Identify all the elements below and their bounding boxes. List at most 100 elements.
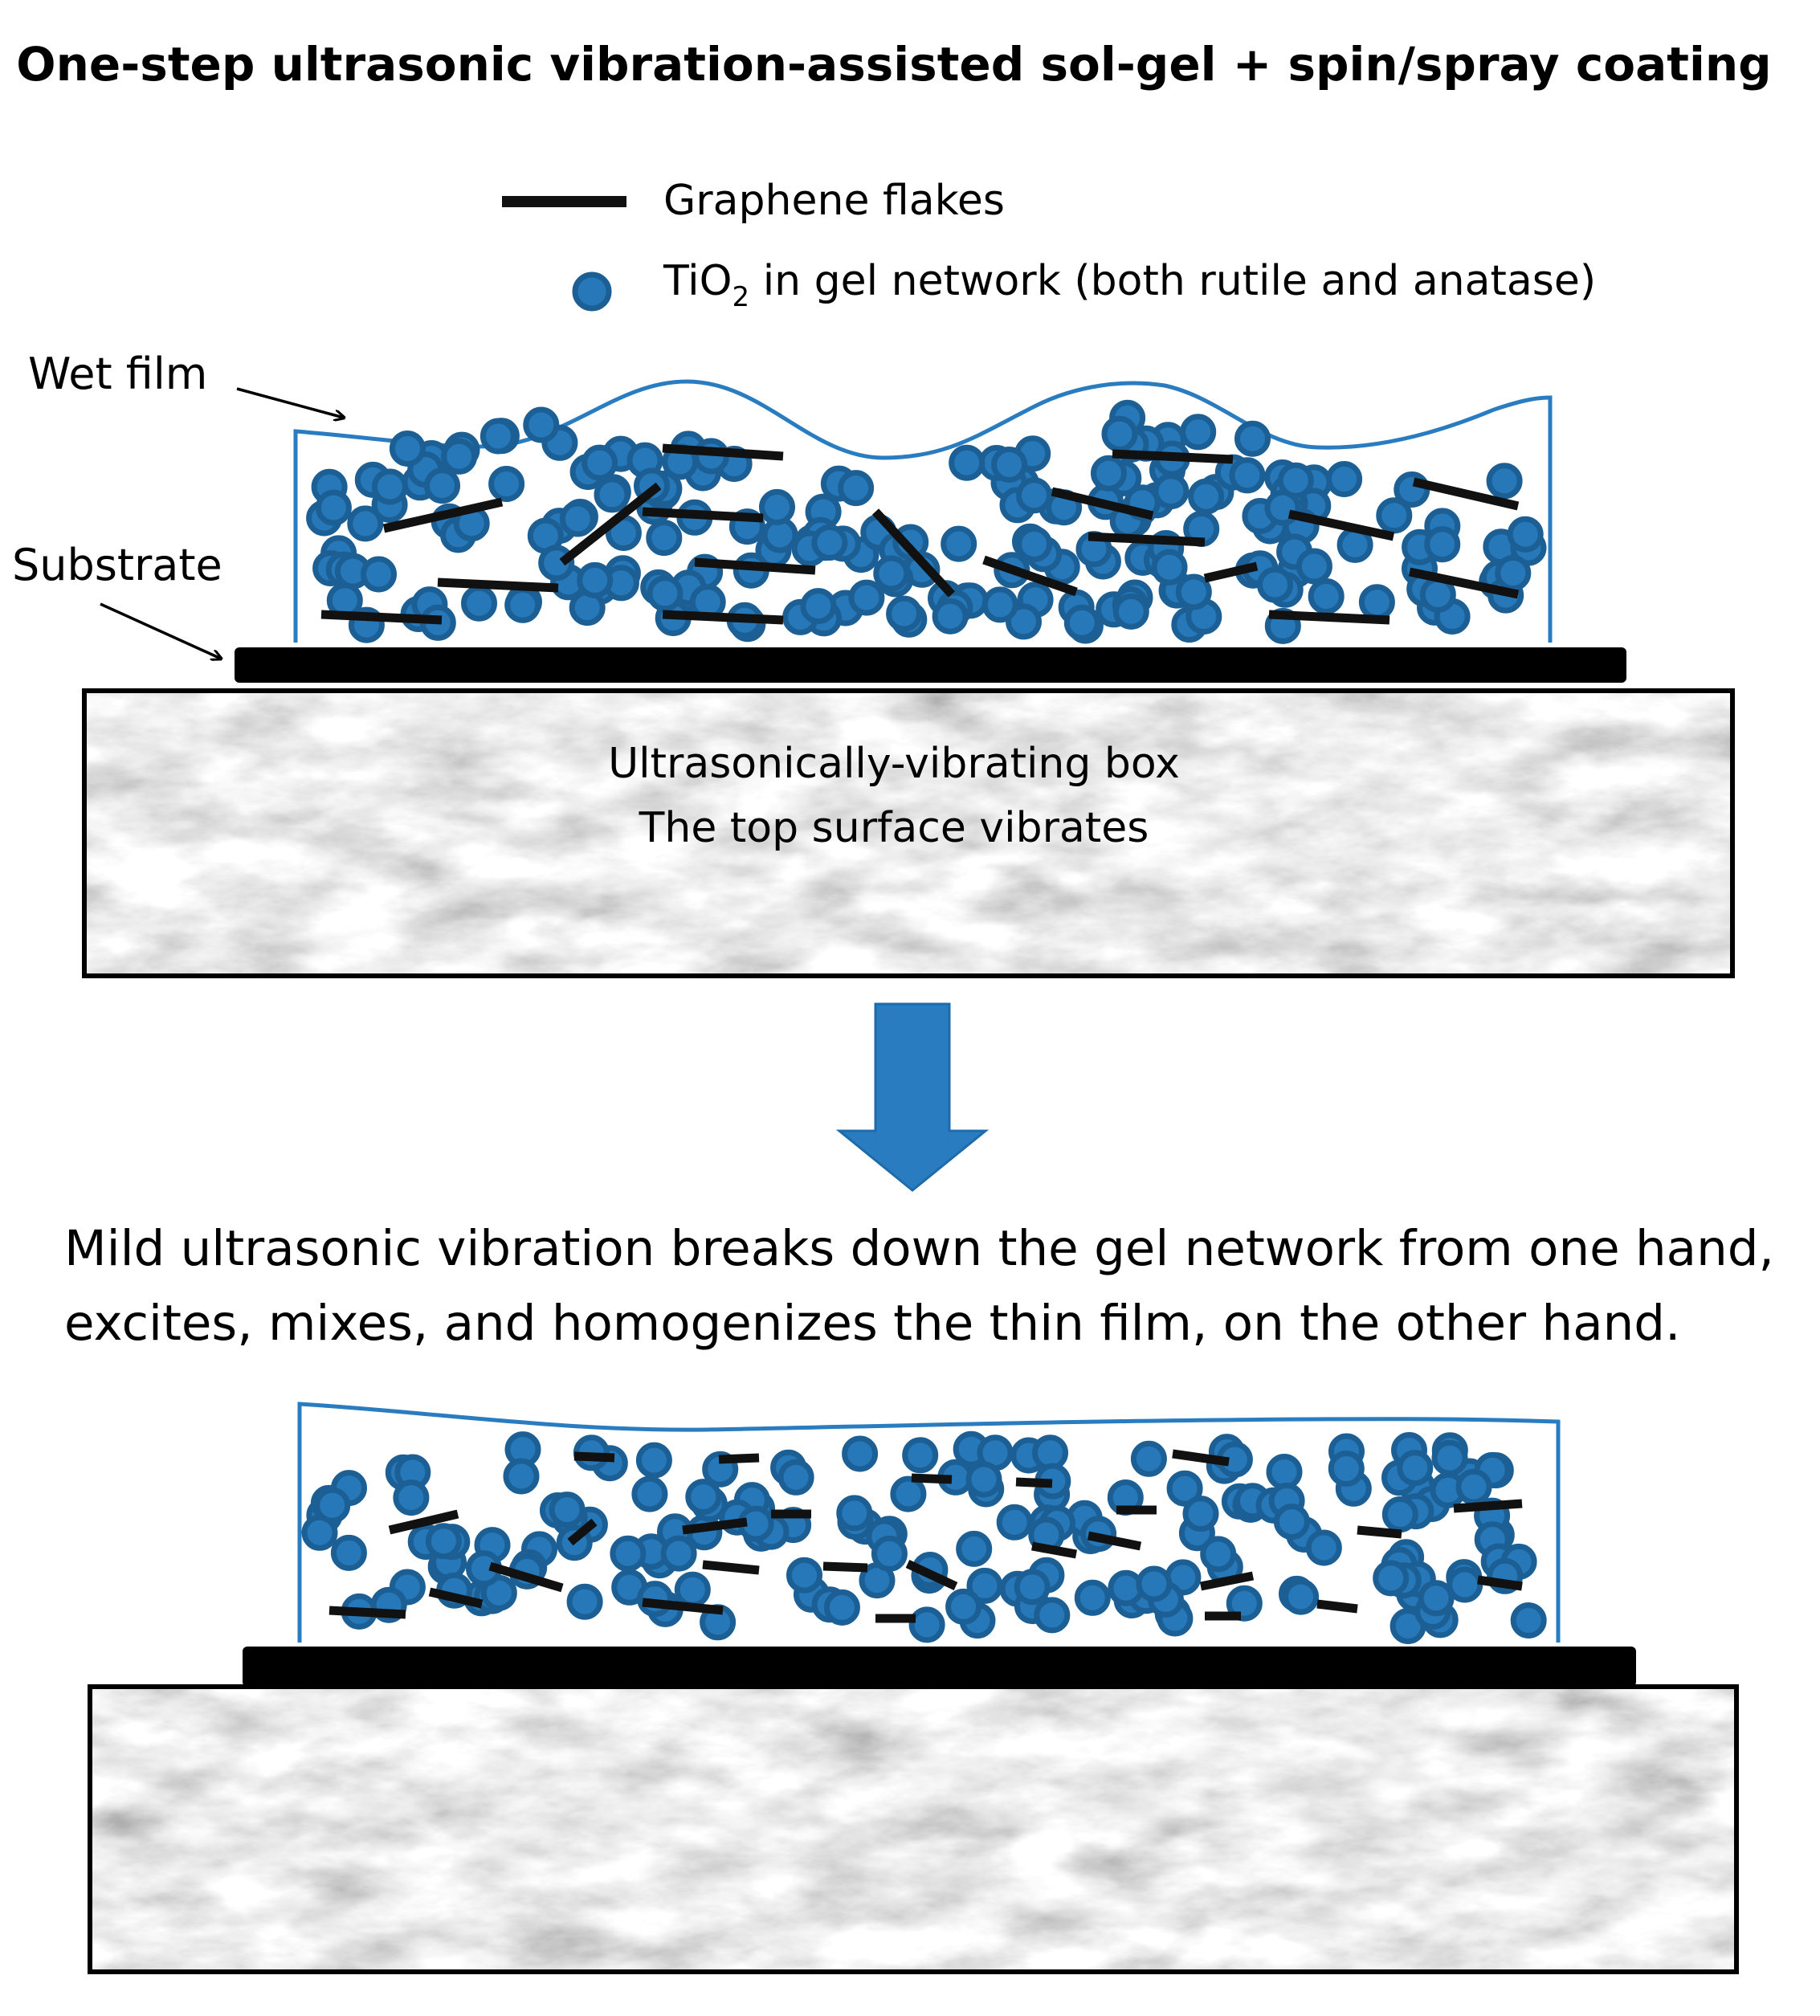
- top-tio2-particle: [577, 561, 614, 598]
- bottom-tio2-particle: [956, 1530, 993, 1567]
- bottom-tio2-particle: [777, 1459, 814, 1496]
- bottom-tio2-particle: [890, 1475, 927, 1512]
- top-graphene-flake: [642, 507, 764, 523]
- top-tio2-particle: [504, 586, 541, 623]
- top-tio2-particle: [1296, 548, 1332, 585]
- flakes-group-bottom: [328, 1449, 1523, 1623]
- bottom-graphene-flake: [642, 1598, 724, 1615]
- bottom-tio2-particle: [674, 1571, 711, 1608]
- top-tio2-particle: [1376, 497, 1413, 534]
- top-graphene-flake: [1287, 509, 1395, 541]
- top-tio2-particle: [559, 500, 596, 537]
- flakes-group-top: [320, 443, 1520, 625]
- top-tio2-particle: [479, 418, 516, 455]
- top-tio2-particle: [981, 586, 1018, 623]
- top-tio2-particle: [838, 470, 875, 507]
- top-tio2-particle: [800, 588, 837, 625]
- ultrasonic-box-top: Ultrasonically-vibrating box The top sur…: [82, 688, 1735, 978]
- bottom-tio2-particle: [1305, 1529, 1342, 1566]
- bottom-graphene-flake: [1477, 1575, 1523, 1591]
- top-tio2-particle: [1063, 604, 1100, 641]
- bottom-tio2-particle: [1283, 1578, 1320, 1615]
- bottom-tio2-particle: [1397, 1450, 1434, 1487]
- top-tio2-particle: [582, 444, 618, 481]
- bottom-tio2-particle: [1226, 1585, 1263, 1622]
- top-tio2-particle: [759, 488, 795, 525]
- bottom-tio2-particle: [1328, 1451, 1365, 1487]
- page-title: One-step ultrasonic vibration-assisted s…: [16, 37, 1771, 92]
- top-graphene-flake: [437, 577, 559, 593]
- bottom-tio2-particle: [1266, 1454, 1303, 1490]
- top-tio2-particle: [1016, 477, 1052, 514]
- top-graphene-flake: [1268, 610, 1390, 625]
- top-tio2-particle: [1229, 457, 1266, 494]
- top-graphene-flake: [1412, 477, 1520, 511]
- top-tio2-particle: [347, 505, 384, 542]
- top-tio2-particle: [1326, 461, 1363, 497]
- wet-film-arrow: [236, 387, 344, 418]
- substrate-bottom: [243, 1647, 1636, 1687]
- top-tio2-particle: [315, 489, 352, 526]
- top-tio2-particle: [1277, 462, 1314, 499]
- bottom-tio2-particle: [660, 1535, 697, 1572]
- top-graphene-flake: [662, 610, 784, 625]
- bottom-tio2-particle: [1418, 1580, 1455, 1617]
- bottom-tio2-particle: [631, 1475, 668, 1512]
- top-tio2-particle: [1101, 415, 1138, 452]
- bottom-tio2-particle: [549, 1492, 586, 1528]
- bottom-tio2-particle: [908, 1606, 945, 1643]
- bottom-tio2-particle: [566, 1583, 603, 1620]
- top-tio2-particle: [949, 444, 985, 481]
- top-tio2-particle: [646, 520, 683, 557]
- top-tio2-particle: [1358, 584, 1395, 621]
- top-graphene-flake: [320, 610, 443, 625]
- top-tio2-particle: [372, 468, 408, 505]
- bottom-tio2-particle: [330, 1534, 367, 1571]
- top-graphene-flake: [382, 497, 504, 533]
- top-tio2-particle: [1112, 593, 1149, 630]
- top-tio2-particle: [647, 575, 684, 612]
- top-graphene-flake: [694, 557, 816, 575]
- top-tio2-particle: [1308, 578, 1345, 614]
- bottom-tio2-particle: [1200, 1536, 1237, 1573]
- box-text-line1: Ultrasonically-vibrating box: [608, 740, 1180, 788]
- bottom-graphene-flake: [702, 1560, 760, 1575]
- bottom-tio2-particle: [1074, 1579, 1111, 1616]
- top-graphene-flake: [871, 508, 956, 598]
- bottom-tio2-particle: [996, 1504, 1033, 1541]
- top-tio2-particle: [1486, 463, 1523, 500]
- wet-film-label: Wet film: [28, 349, 207, 399]
- wet-film-outline-bottom: [297, 1402, 1561, 1643]
- tio2-label-subscript: 2: [732, 281, 750, 313]
- bottom-graphene-flake: [1031, 1541, 1077, 1559]
- top-tio2-particle: [991, 447, 1028, 483]
- bottom-tio2-particle: [610, 1535, 647, 1572]
- top-tio2-particle: [1180, 414, 1217, 451]
- top-tio2-particle: [1394, 471, 1430, 508]
- bottom-graphene-flake: [911, 1473, 953, 1484]
- top-tio2-particle: [932, 598, 969, 635]
- top-tio2-particle: [1507, 516, 1544, 553]
- bottom-tio2-particle: [1381, 1496, 1418, 1532]
- bottom-tio2-particle: [836, 1495, 873, 1532]
- bottom-graphene-flake: [1015, 1477, 1053, 1488]
- top-tio2-particle: [488, 466, 525, 502]
- bottom-graphene-flake: [328, 1606, 406, 1619]
- top-graphene-flake: [1112, 449, 1234, 464]
- substrate-arrow: [100, 602, 221, 659]
- top-tio2-particle: [1006, 603, 1042, 640]
- top-graphene-flake: [982, 555, 1078, 597]
- bottom-graphene-flake: [1172, 1449, 1230, 1467]
- top-graphene-flake: [559, 482, 662, 566]
- top-tio2-particle: [1424, 526, 1461, 563]
- description-line2: excites, mixes, and homogenizes the thin…: [64, 1295, 1680, 1352]
- top-tio2-particle: [941, 525, 977, 562]
- top-tio2-particle: [424, 467, 460, 504]
- bottom-tio2-particle: [871, 1535, 908, 1572]
- top-tio2-particle: [461, 585, 497, 622]
- bottom-tio2-particle: [1447, 1566, 1483, 1603]
- ultrasonic-box-bottom-border: [88, 1684, 1739, 1974]
- bottom-tio2-particle: [503, 1458, 540, 1495]
- top-tio2-particle: [886, 595, 923, 632]
